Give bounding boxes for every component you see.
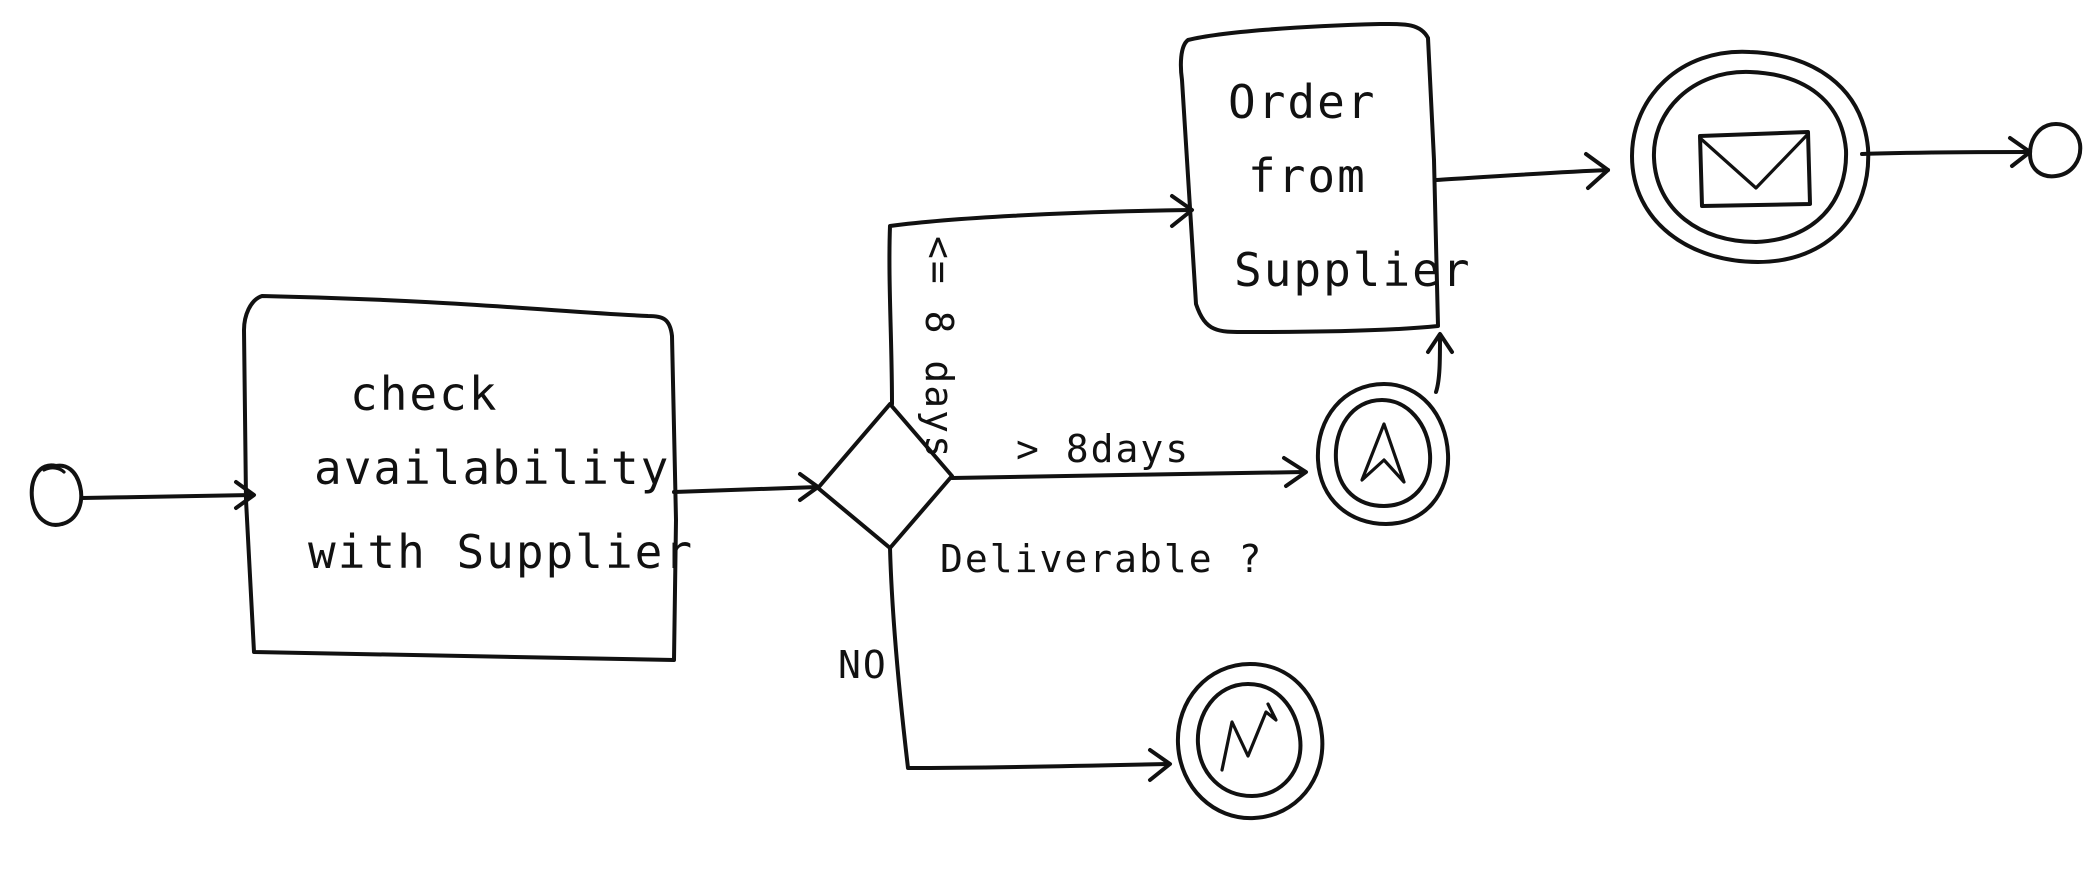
escalation-icon — [1360, 422, 1406, 484]
middle-condition-label: > 8days — [1016, 427, 1190, 471]
flow-message-to-end — [1860, 136, 2032, 168]
flow-gateway-to-error: NO — [838, 546, 1172, 782]
envelope-icon — [1698, 130, 1812, 208]
task-order-label-line1: Order — [1228, 75, 1376, 129]
upper-condition-label: <= 8 days — [917, 236, 961, 460]
task-order-from-supplier: Order from Supplier — [1178, 21, 1472, 335]
task-order-label-line2: from — [1248, 149, 1367, 203]
gateway-deliverable: Deliverable ? — [816, 402, 1263, 581]
start-event — [29, 463, 84, 527]
flow-order-to-message — [1434, 152, 1610, 190]
task-check-availability: check availability with Supplier — [242, 294, 694, 662]
end-event — [2028, 122, 2083, 179]
message-event — [1630, 49, 1871, 264]
flow-gateway-to-escalation: > 8days — [950, 427, 1308, 488]
task-check-label-line2: availability — [314, 441, 670, 495]
flow-escalation-to-order — [1426, 332, 1454, 394]
flow-gateway-to-order: <= 8 days — [887, 194, 1194, 460]
task-check-label-line3: with Supplier — [308, 525, 694, 579]
error-lightning-icon — [1220, 702, 1278, 772]
lower-condition-label: NO — [838, 643, 888, 687]
escalation-event — [1315, 382, 1451, 526]
error-event — [1175, 662, 1325, 821]
task-check-label-line1: check — [350, 367, 498, 421]
flow-start-to-check — [80, 480, 256, 510]
gateway-label: Deliverable ? — [940, 537, 1263, 581]
flow-check-to-gateway — [672, 472, 820, 502]
task-order-label-line3: Supplier — [1234, 243, 1472, 297]
